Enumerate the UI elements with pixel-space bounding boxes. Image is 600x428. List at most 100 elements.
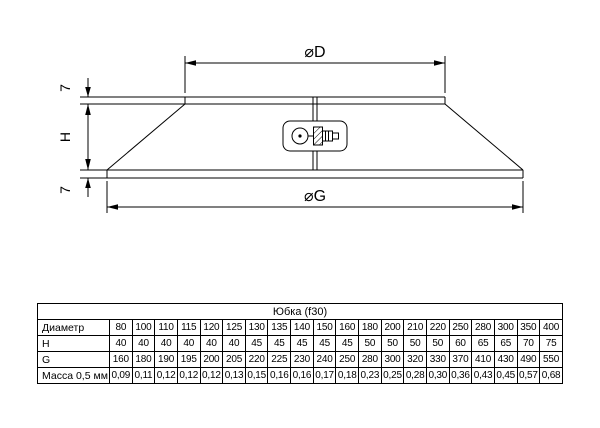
table-cell: 180 [131, 351, 156, 368]
table-cell: 100 [131, 319, 156, 336]
table-cell: 200 [380, 319, 405, 336]
table-cell: 550 [539, 351, 563, 368]
dim-label-lip-bottom: 7 [57, 186, 73, 194]
table-cell: 0,12 [176, 367, 201, 384]
table-cell: 300 [493, 319, 518, 336]
table-cell: 70 [516, 335, 541, 352]
dim-label-dia-bottom: ⌀G [304, 188, 326, 205]
dim-7-top [85, 78, 91, 97]
table-cell: 0,28 [403, 367, 427, 384]
table-cell: 200 [199, 351, 224, 368]
table-cell: 400 [539, 319, 563, 336]
dim-label-lip-top: 7 [57, 84, 73, 92]
dim-7-bottom [85, 178, 91, 197]
clamp-detail [282, 120, 348, 152]
table-cell: 0,12 [199, 367, 224, 384]
table-cell: 50 [425, 335, 450, 352]
table-cell: 180 [358, 319, 382, 336]
table-cell: 0,11 [131, 367, 156, 384]
table-cell: 40 [109, 335, 133, 352]
table-cell: 0,68 [539, 367, 563, 384]
table-cell: 135 [267, 319, 292, 336]
row-label: Масса 0,5 мм [37, 367, 110, 384]
dim-label-dia-top: ⌀D [304, 44, 325, 61]
table-cell: 45 [312, 335, 337, 352]
table-cell: 190 [154, 351, 178, 368]
table-cell: 370 [448, 351, 473, 368]
table-cell: 0,17 [312, 367, 337, 384]
table-cell: 0,09 [109, 367, 133, 384]
table-cell: 140 [290, 319, 314, 336]
bolt-head-icon [313, 126, 323, 146]
table-cell: 60 [448, 335, 473, 352]
table-cell: 490 [516, 351, 541, 368]
table-cell: 120 [199, 319, 224, 336]
table-cell: 0,16 [290, 367, 314, 384]
table-cell: 0,12 [154, 367, 178, 384]
dim-label-height: H [57, 132, 73, 142]
table-cell: 50 [403, 335, 427, 352]
skirt-outline [80, 96, 524, 179]
table-cell: 40 [154, 335, 178, 352]
table-cell: 430 [493, 351, 518, 368]
table-cell: 300 [380, 351, 405, 368]
table-cell: 0,25 [380, 367, 405, 384]
table-cell: 45 [244, 335, 269, 352]
table-cell: 225 [267, 351, 292, 368]
table-cell: 40 [222, 335, 246, 352]
table-cell: 0,43 [471, 367, 495, 384]
table-cell: 210 [403, 319, 427, 336]
table-cell: 220 [425, 319, 450, 336]
table-cell: 65 [493, 335, 518, 352]
table-cell: 150 [312, 319, 337, 336]
table-cell: 0,15 [244, 367, 269, 384]
table-cell: 0,23 [358, 367, 382, 384]
table-cell: 40 [131, 335, 156, 352]
table-cell: 205 [222, 351, 246, 368]
table-cell: 350 [516, 319, 541, 336]
table-cell: 65 [471, 335, 495, 352]
table-cell: 280 [471, 319, 495, 336]
table-cell: 230 [290, 351, 314, 368]
dim-phi-g [106, 181, 524, 213]
table-cell: 115 [176, 319, 201, 336]
table-cell: 410 [471, 351, 495, 368]
table-cell: 130 [244, 319, 269, 336]
table-cell: 160 [335, 319, 360, 336]
table-cell: 45 [267, 335, 292, 352]
table-cell: 50 [380, 335, 405, 352]
table-cell: 250 [448, 319, 473, 336]
table-cell: 320 [403, 351, 427, 368]
table-cell: 0,57 [516, 367, 541, 384]
table-cell: 250 [335, 351, 360, 368]
table-cell: 220 [244, 351, 269, 368]
table-cell: 50 [358, 335, 382, 352]
table-cell: 40 [199, 335, 224, 352]
table-cell: 45 [335, 335, 360, 352]
table-title-row: Юбка (f30) [37, 303, 563, 320]
table-cell: 40 [176, 335, 201, 352]
bolt-shaft-icon [322, 130, 333, 142]
table-cell: 80 [109, 319, 133, 336]
table-cell: 0,30 [425, 367, 450, 384]
table-cell: 0,36 [448, 367, 473, 384]
row-label: Диаметр [37, 319, 110, 336]
table-cell: 0,13 [222, 367, 246, 384]
dim-phi-d [184, 56, 446, 93]
row-label: G [37, 351, 110, 368]
table-cell: 0,16 [267, 367, 292, 384]
dim-h [85, 104, 91, 170]
table-cell: 0,18 [335, 367, 360, 384]
technical-drawing: ⌀D ⌀G H 7 7 [57, 44, 524, 213]
table-cell: 280 [358, 351, 382, 368]
bolt-tip-icon [332, 132, 339, 140]
table-cell: 75 [539, 335, 563, 352]
table-cell: 160 [109, 351, 133, 368]
table-cell: 195 [176, 351, 201, 368]
table-title: Юбка (f30) [37, 303, 563, 320]
